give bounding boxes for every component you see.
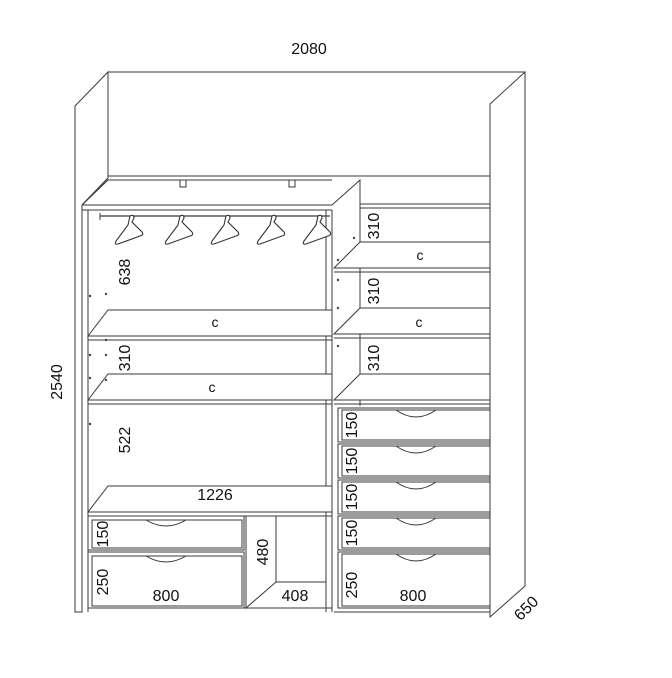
inner-width-label: 1226 [197,487,233,504]
overall-width-label: 2080 [291,41,327,58]
right-drawer-2-label: 150 [344,448,361,475]
right-shelf-gap-2-label: 310 [366,278,383,305]
left-shelf-2-label: c [209,379,216,395]
hanger-icon [164,214,194,245]
depth-label: 650 [511,593,542,624]
right-drawer-5-label: 250 [344,572,361,599]
hangers [114,214,332,245]
rail-brackets [179,179,296,188]
right-shelf-1-label: c [417,247,424,263]
right-drawer-width-label: 800 [400,588,427,605]
open-niche-width-label: 408 [282,588,309,605]
hanger-icon [256,214,286,245]
hanger-icon [114,214,144,245]
right-shelf-gap-1-label: 310 [366,213,383,240]
left-shelf-1-label: c [212,314,219,330]
left-unit [81,178,361,612]
left-drawer-small-label: 150 [95,521,112,548]
left-drawer-large-label: 250 [95,569,112,596]
right-shelf-2-label: c [416,314,423,330]
right-drawer-1-label: 150 [344,412,361,439]
hanging-height-label: 638 [117,259,134,286]
right-unit [332,203,491,613]
hanger-icon [302,214,332,245]
hanger-icon [210,214,240,245]
right-drawer-3-label: 150 [344,484,361,511]
left-drawer-width-label: 800 [153,588,180,605]
right-shelf-gap-3-label: 310 [366,345,383,372]
right-drawer-4-label: 150 [344,520,361,547]
left-shelf-gap-label: 310 [117,345,134,372]
open-niche-height-label: 480 [255,539,272,566]
overall-height-label: 2540 [49,364,66,400]
left-lower-gap-label: 522 [117,427,134,454]
